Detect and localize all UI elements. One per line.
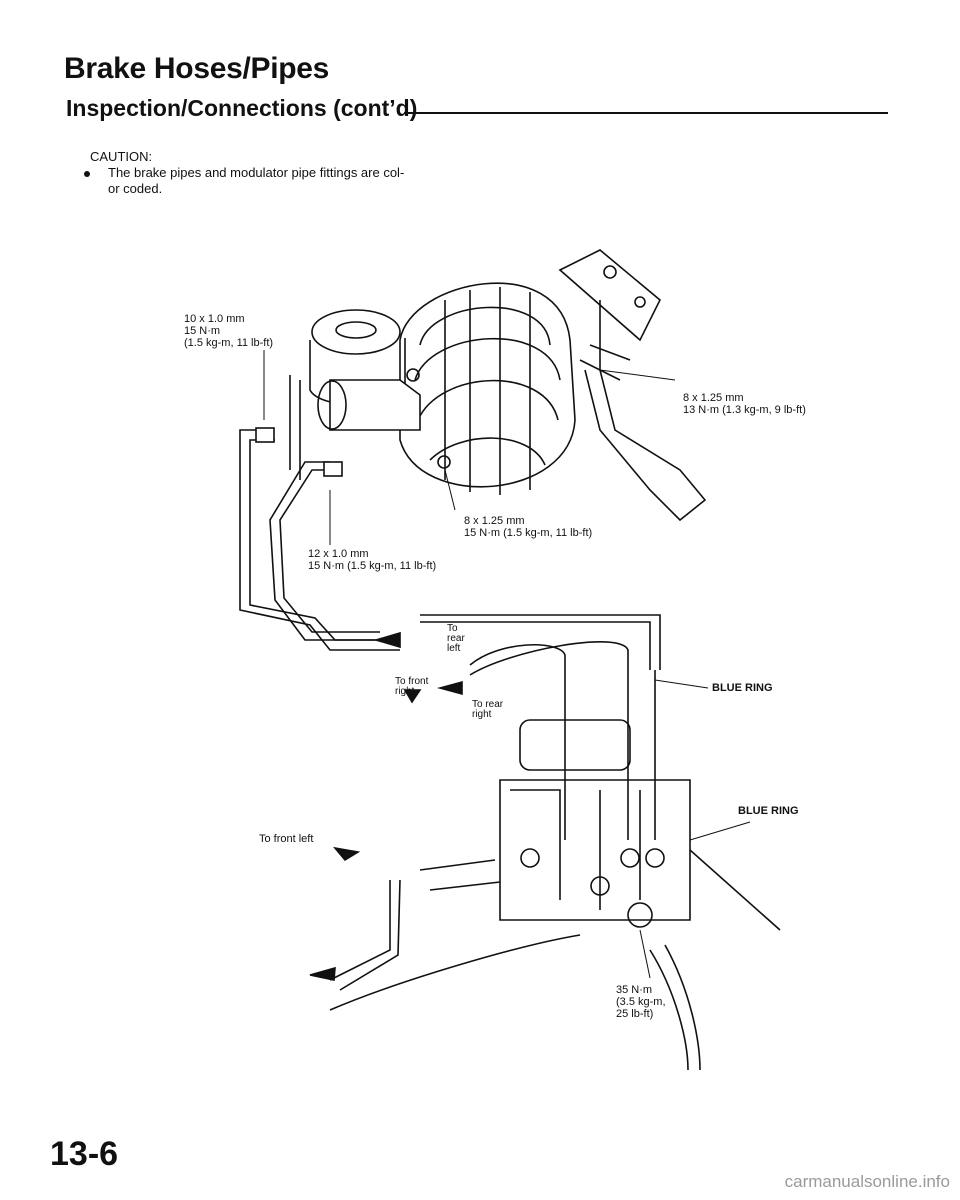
label-line: 10 x 1.0 mm: [184, 313, 245, 325]
label-to-rear-left: To rear left: [447, 624, 465, 654]
flow-arrows: [309, 631, 463, 981]
label-line: 8 x 1.25 mm: [464, 515, 525, 527]
label-line: rear: [447, 633, 465, 644]
label-line: 13 N·m (1.3 kg-m, 9 lb-ft): [683, 404, 806, 416]
caution-heading: CAUTION:: [90, 149, 153, 164]
label-fitting-lower-left: 12 x 1.0 mm 15 N·m (1.5 kg-m, 11 lb-ft): [308, 548, 436, 572]
label-line: (1.5 kg-m, 11 lb-ft): [184, 337, 274, 349]
label-torque-bottom: 35 N·m (3.5 kg-m, 25 lb-ft): [616, 984, 666, 1020]
brake-pedal: [558, 249, 707, 522]
label-line: 25 lb-ft): [616, 1008, 654, 1020]
brake-booster: [399, 282, 576, 495]
caution-item: The brake pipes and modulator pipe fitti…: [84, 165, 464, 197]
label-fitting-right: 8 x 1.25 mm 13 N·m (1.3 kg-m, 9 lb-ft): [683, 392, 806, 416]
label-to-front-left: To front left: [259, 833, 314, 845]
label-line: right: [395, 686, 415, 697]
label-blue-ring-upper: BLUE RING: [712, 682, 773, 694]
label-blue-ring-lower: BLUE RING: [738, 805, 799, 817]
label-line: 15 N·m (1.5 kg-m, 11 lb-ft): [308, 560, 437, 572]
brake-pipes: [239, 427, 400, 651]
section-subtitle: Inspection/Connections (cont’d): [66, 95, 418, 121]
label-to-rear-right: To rear right: [472, 700, 503, 720]
label-line: 8 x 1.25 mm: [683, 392, 744, 404]
label-line: left: [447, 643, 461, 654]
label-line: To: [447, 623, 458, 634]
subtitle-rule: [404, 112, 888, 114]
label-line: right: [472, 709, 492, 720]
abs-modulator: [499, 719, 691, 928]
leader-lines: [263, 350, 751, 979]
label-to-front-right: To front right: [395, 677, 428, 697]
label-fitting-center: 8 x 1.25 mm 15 N·m (1.5 kg-m, 11 lb-ft): [464, 515, 592, 539]
label-line: 15 N·m (1.5 kg-m, 11 lb-ft): [464, 527, 593, 539]
page-title: Brake Hoses/Pipes: [64, 52, 330, 85]
label-line: To front: [395, 676, 429, 687]
page-number: 13-6: [50, 1135, 119, 1173]
bullet-icon: [84, 171, 90, 177]
label-line: (3.5 kg-m,: [616, 996, 666, 1008]
label-line: 35 N·m: [616, 984, 653, 996]
master-cylinder: [289, 309, 421, 480]
watermark: carmanualsonline.info: [784, 1172, 950, 1191]
label-line: 12 x 1.0 mm: [308, 548, 369, 560]
modulator-lines: [329, 614, 781, 1071]
label-line: To rear: [472, 699, 504, 710]
label-fitting-top-left: 10 x 1.0 mm 15 N·m (1.5 kg-m, 11 lb-ft): [184, 313, 273, 349]
caution-item-text: The brake pipes and modulator pipe fitti…: [108, 165, 405, 196]
label-line: 15 N·m: [184, 325, 221, 337]
